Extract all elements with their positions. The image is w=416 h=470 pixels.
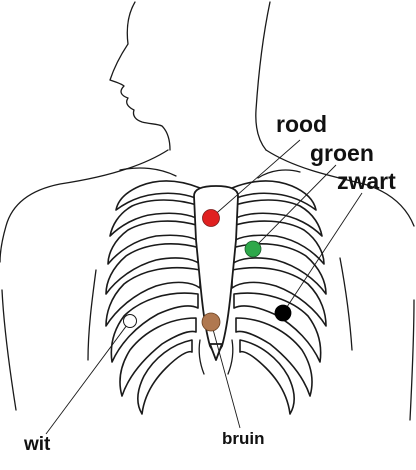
label-rood: rood (276, 113, 327, 136)
label-wit: wit (24, 435, 50, 454)
label-zwart: zwart (337, 170, 396, 193)
label-groen: groen (310, 142, 374, 165)
label-bruin: bruin (222, 430, 265, 447)
electrode-brown (202, 313, 220, 331)
electrode-red (203, 210, 220, 227)
electrode-white (124, 315, 137, 328)
leader-line-wit (46, 321, 130, 434)
leader-line-bruin (211, 322, 240, 428)
electrode-green (245, 241, 261, 257)
electrode-black (275, 305, 291, 321)
